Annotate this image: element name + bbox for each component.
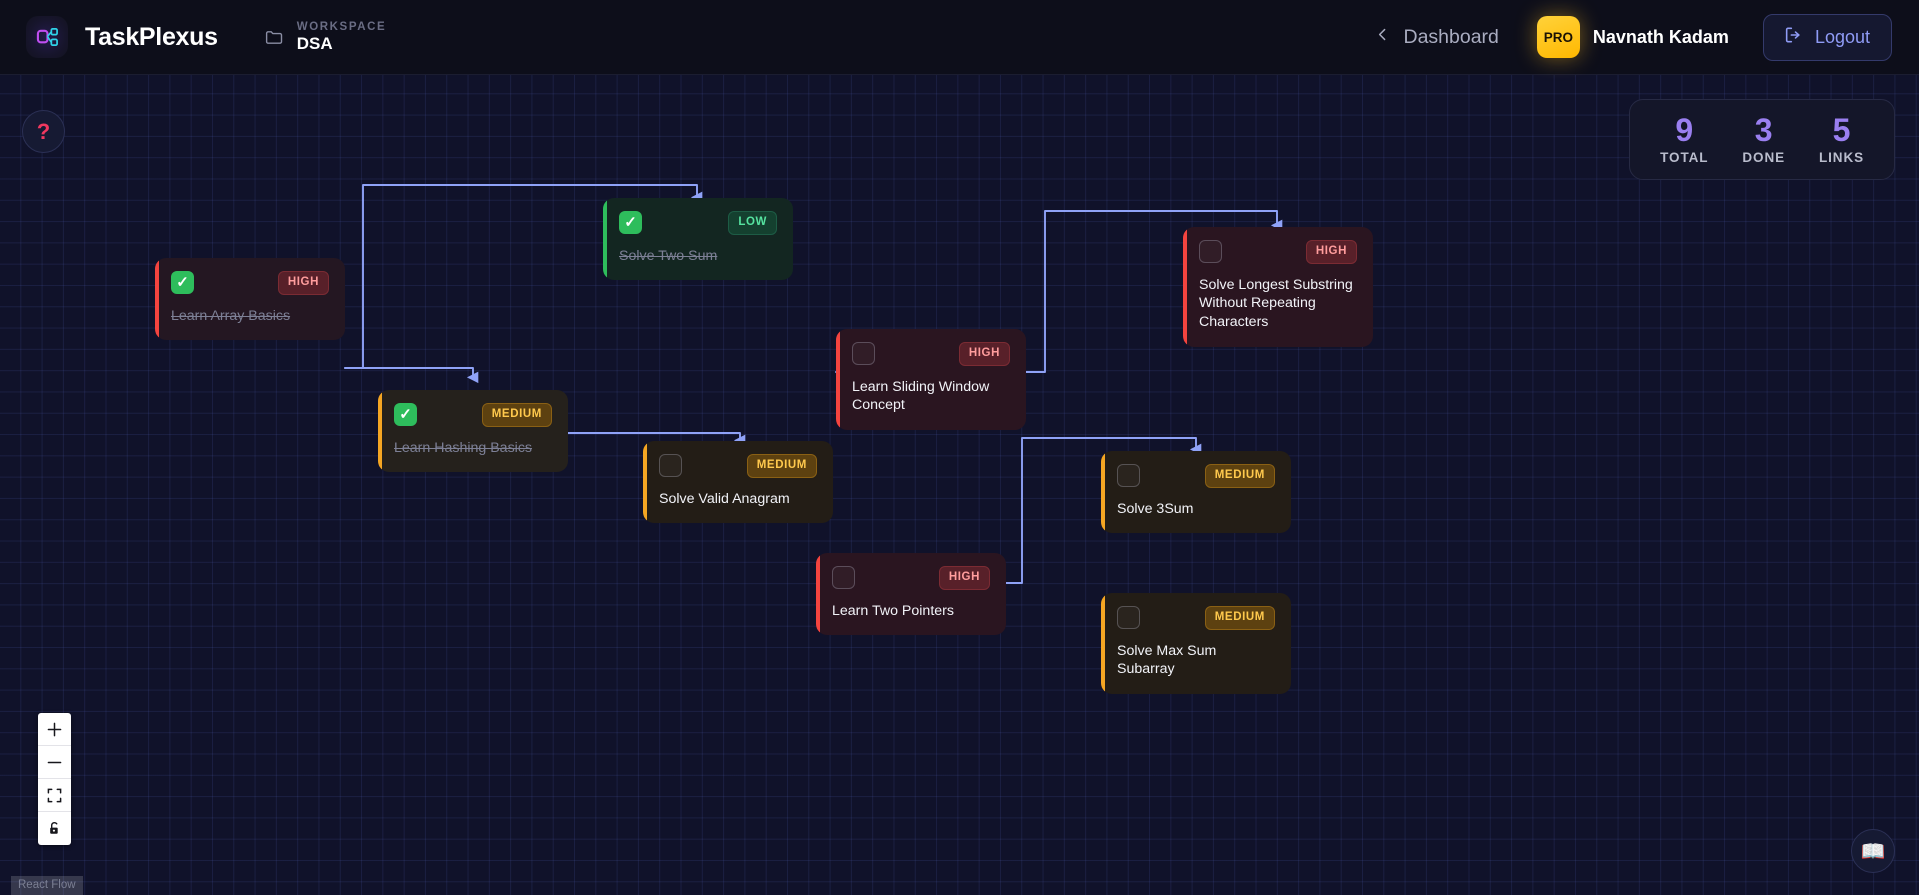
workspace-label: WORKSPACE (296, 20, 387, 33)
task-node-header: MEDIUM (1117, 606, 1275, 630)
task-node-solve-max-sum-subarray[interactable]: MEDIUM Solve Max Sum Subarray (1101, 593, 1291, 694)
zoom-out-button[interactable] (38, 746, 71, 779)
zoom-in-button[interactable] (38, 713, 71, 746)
edge-array-to-hashing[interactable] (344, 367, 479, 384)
task-checkbox[interactable] (1117, 606, 1140, 629)
brand[interactable]: TaskPlexus (26, 16, 218, 58)
workspace-selector[interactable]: WORKSPACE DSA (264, 21, 387, 54)
stat-links-label: LINKS (1819, 149, 1864, 165)
fit-view-icon[interactable] (38, 779, 71, 812)
stat-total: 9 TOTAL (1660, 112, 1709, 165)
task-node-header: HIGH (852, 342, 1010, 366)
task-title: Solve 3Sum (1117, 500, 1194, 517)
task-node-header: ✓ HIGH (171, 271, 329, 295)
task-node-header: MEDIUM (659, 454, 817, 478)
task-checkbox[interactable] (832, 566, 855, 589)
priority-badge: MEDIUM (1204, 464, 1275, 488)
task-node-header: ✓ MEDIUM (394, 403, 552, 427)
stat-done: 3 DONE (1742, 112, 1785, 165)
workspace-name: DSA (296, 33, 333, 53)
logout-label: Logout (1814, 26, 1870, 47)
task-node-header: HIGH (1199, 240, 1357, 264)
brand-name: TaskPlexus (85, 22, 218, 51)
task-node-solve-3sum[interactable]: MEDIUM Solve 3Sum (1101, 451, 1291, 534)
edges-layer (344, 184, 1283, 584)
task-node-solve-longest-substring[interactable]: HIGH Solve Longest Substring Without Repe… (1183, 227, 1373, 347)
nodes-network-icon (26, 16, 68, 58)
task-node-learn-array-basics[interactable]: ✓ HIGH Learn Array Basics (155, 258, 345, 341)
dashboard-back-link[interactable]: Dashboard (1374, 25, 1499, 49)
task-checkbox[interactable]: ✓ (171, 271, 194, 294)
task-node-solve-valid-anagram[interactable]: MEDIUM Solve Valid Anagram (643, 441, 833, 524)
task-node-learn-hashing-basics[interactable]: ✓ MEDIUM Learn Hashing Basics (378, 390, 568, 473)
task-node-learn-sliding-window-concept[interactable]: HIGH Learn Sliding Window Concept (836, 329, 1026, 430)
task-title: Learn Sliding Window Concept (852, 378, 990, 414)
task-checkbox[interactable]: ✓ (394, 403, 417, 426)
question-mark-icon[interactable]: ? (22, 110, 65, 153)
user-profile[interactable]: PRO Navnath Kadam (1536, 16, 1729, 58)
lock-icon[interactable] (38, 812, 71, 845)
task-title: Learn Array Basics (171, 307, 291, 324)
logout-button[interactable]: Logout (1762, 13, 1892, 61)
priority-badge: HIGH (938, 566, 990, 590)
priority-badge: HIGH (958, 342, 1010, 366)
task-title: Solve Longest Substring Without Repeatin… (1199, 276, 1353, 330)
task-title: Solve Two Sum (619, 247, 718, 264)
task-node-solve-two-sum[interactable]: ✓ LOW Solve Two Sum (603, 198, 793, 281)
task-title: Learn Hashing Basics (394, 439, 533, 456)
task-checkbox[interactable] (1199, 240, 1222, 263)
task-checkbox[interactable]: ✓ (619, 211, 642, 234)
app-header: TaskPlexus WORKSPACE DSA Dashboard (0, 0, 1919, 75)
flow-controls (38, 713, 71, 845)
priority-badge: MEDIUM (1204, 606, 1275, 630)
task-checkbox[interactable] (659, 454, 682, 477)
priority-badge: LOW (728, 211, 777, 235)
stat-total-value: 9 (1675, 112, 1694, 148)
open-book-icon[interactable]: 📖 (1851, 829, 1895, 873)
priority-badge: MEDIUM (746, 454, 817, 478)
task-node-header: MEDIUM (1117, 464, 1275, 488)
dashboard-label: Dashboard (1403, 25, 1499, 48)
user-name: Navnath Kadam (1592, 26, 1729, 47)
priority-badge: HIGH (1305, 240, 1357, 264)
stats-panel: 9 TOTAL 3 DONE 5 LINKS (1629, 99, 1895, 180)
task-checkbox[interactable] (852, 342, 875, 365)
folder-icon (264, 27, 285, 48)
flow-canvas[interactable]: ✓ HIGH Learn Array Basics ✓ LOW Solve Two Sum… (0, 75, 1919, 895)
task-node-header: ✓ LOW (619, 211, 777, 235)
task-title: Learn Two Pointers (832, 602, 954, 619)
task-checkbox[interactable] (1117, 464, 1140, 487)
header-actions: Dashboard PRO Navnath Kadam Logout (1374, 13, 1892, 61)
task-node-header: HIGH (832, 566, 990, 590)
priority-badge: MEDIUM (481, 403, 552, 427)
task-title: Solve Max Sum Subarray (1117, 642, 1217, 678)
logout-icon (1783, 25, 1803, 50)
react-flow-attribution[interactable]: React Flow (11, 876, 83, 895)
stat-total-label: TOTAL (1660, 149, 1709, 165)
stat-done-value: 3 (1754, 112, 1773, 148)
stat-done-label: DONE (1742, 149, 1785, 165)
pro-badge: PRO (1536, 16, 1580, 58)
edge-hashing-to-anagram[interactable] (567, 432, 746, 447)
stat-links: 5 LINKS (1819, 112, 1864, 165)
task-node-learn-two-pointers[interactable]: HIGH Learn Two Pointers (816, 553, 1006, 636)
priority-badge: HIGH (277, 271, 329, 295)
stat-links-value: 5 (1832, 112, 1851, 148)
chevron-left-icon (1374, 26, 1391, 49)
task-title: Solve Valid Anagram (659, 490, 790, 507)
